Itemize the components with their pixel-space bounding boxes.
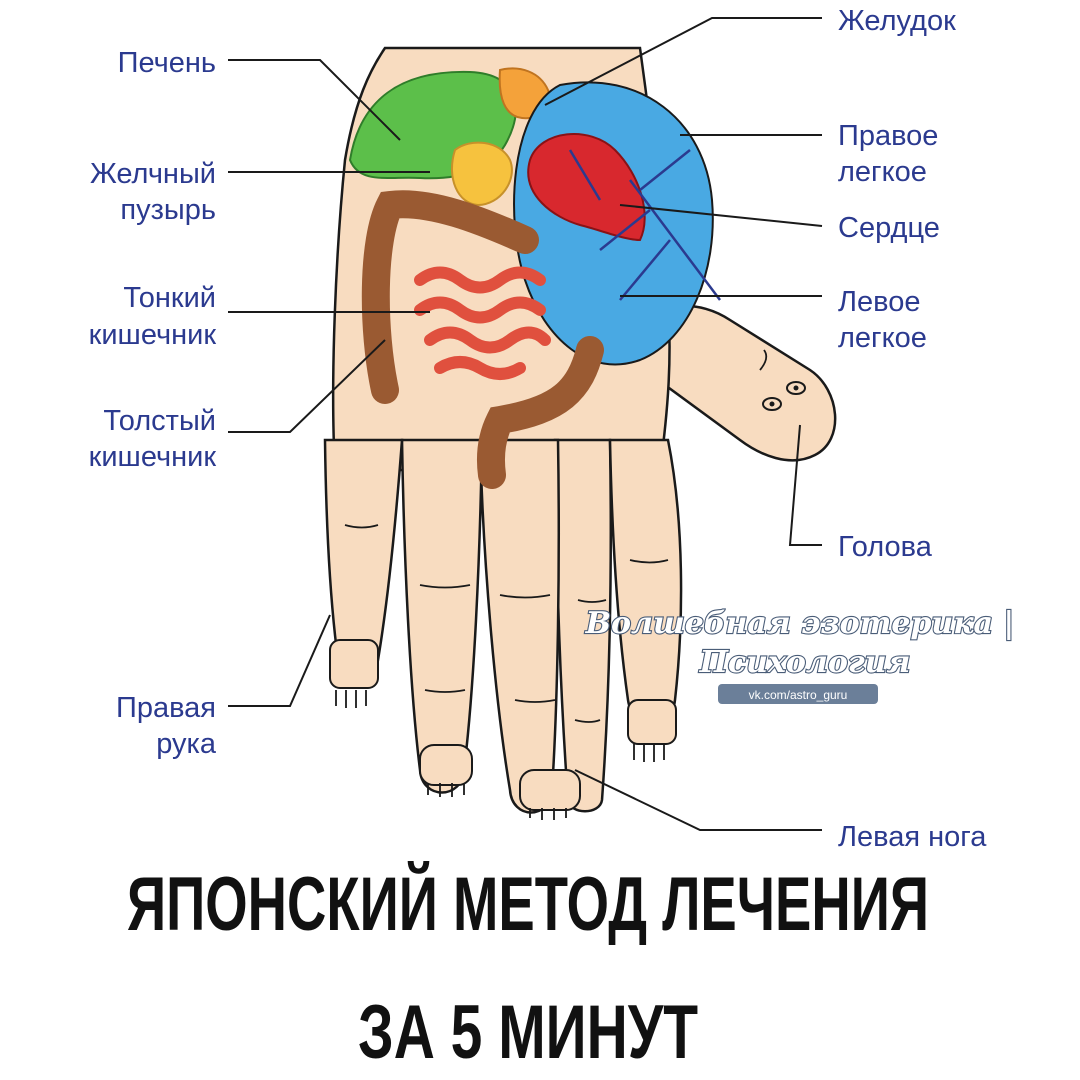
leader-lines (228, 17, 823, 831)
large-intestine-organ (361, 190, 604, 489)
label-right-arm-line1: Правая (116, 692, 216, 724)
label-right-lung-line1: Правое (838, 120, 938, 152)
label-left-lung-line1: Левое (838, 286, 921, 318)
fingertip-right-hand (329, 639, 379, 708)
label-right-arm-line2: рука (156, 728, 217, 760)
label-small-intestine-line1: Тонкий (123, 282, 216, 314)
label-gallbladder-line2: пузырь (120, 194, 216, 226)
fingertip-left-leg (519, 769, 581, 820)
watermark: Волшебная эзотерика | Психология vk.com/… (584, 605, 1015, 704)
middle-finger (478, 438, 560, 814)
heart-organ (527, 133, 646, 242)
title-line1: ЯПОНСКИЙ МЕТОД ЛЕЧЕНИЯ (127, 861, 929, 947)
label-head: Голова (838, 531, 933, 563)
ring-finger (400, 438, 484, 794)
watermark-url-badge (718, 684, 878, 704)
labels-left: Печень Желчный пузырь Тонкий кишечник То… (89, 47, 217, 760)
watermark-line2: Психология (699, 645, 911, 680)
labels-right: Желудок Правое легкое Сердце Левое легко… (838, 5, 987, 853)
gallbladder-organ (450, 141, 513, 207)
label-liver: Печень (118, 47, 216, 79)
watermark-line1: Волшебная эзотерика | (585, 606, 1015, 641)
label-large-intestine-line2: кишечник (89, 441, 217, 473)
label-heart: Сердце (838, 212, 940, 244)
head-face (759, 349, 806, 411)
watermark-url: vk.com/astro_guru (749, 688, 848, 702)
title: ЯПОНСКИЙ МЕТОД ЛЕЧЕНИЯ ЗА 5 МИНУТ (127, 861, 929, 1075)
organs (348, 67, 721, 489)
label-gallbladder-line1: Желчный (90, 158, 216, 190)
title-line2: ЗА 5 МИНУТ (358, 990, 698, 1075)
bronchi (568, 149, 721, 301)
label-left-leg: Левая нога (838, 821, 987, 853)
label-stomach: Желудок (838, 5, 956, 37)
label-right-lung-line2: легкое (838, 156, 927, 188)
fingertip-left-arm (627, 699, 677, 762)
label-small-intestine-line2: кишечник (89, 319, 217, 351)
fingertip-right-leg (419, 744, 473, 797)
fourth-finger-right (608, 438, 683, 724)
small-intestine-organ (414, 266, 551, 380)
label-large-intestine-line1: Толстый (103, 405, 216, 437)
label-left-lung-line2: легкое (838, 322, 927, 354)
